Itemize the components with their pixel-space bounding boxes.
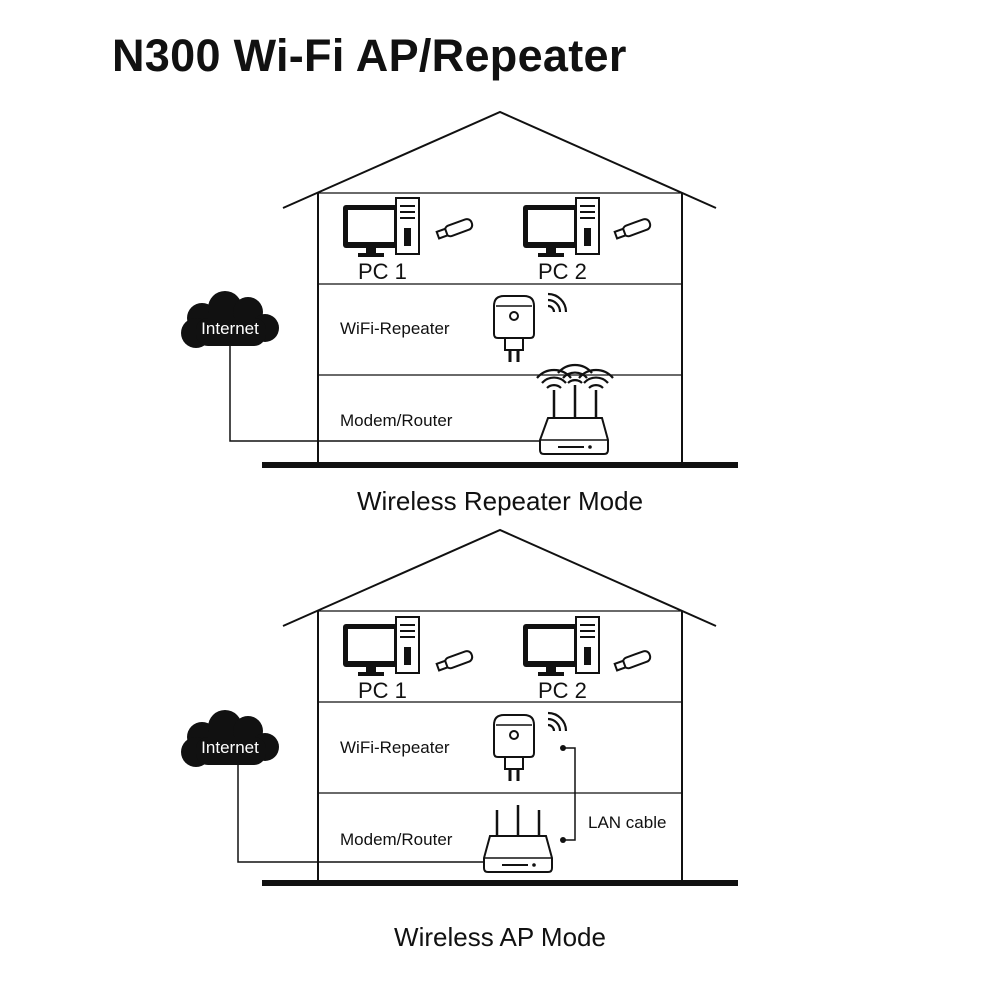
monitor-icon (523, 205, 579, 257)
repeater-mode-caption: Wireless Repeater Mode (356, 486, 644, 516)
usb-adapter-icon (613, 650, 652, 672)
monitor-icon (523, 624, 579, 676)
wifi-signal-icon (547, 292, 568, 313)
wifi-repeater-label: WiFi-Repeater (340, 738, 450, 757)
internet-cable (237, 765, 484, 863)
pc-2-group: PC 2 (523, 616, 652, 703)
internet-cable (229, 346, 540, 442)
pc-2-label: PC 2 (538, 678, 587, 703)
lan-cable (560, 745, 576, 843)
ap-mode-caption: Wireless AP Mode (394, 922, 606, 952)
router-icon (539, 385, 609, 455)
pc-tower-icon (395, 616, 420, 674)
pc-1-group: PC 1 (343, 616, 474, 703)
pc-1-group: PC 1 (343, 197, 474, 284)
wifi-signal-icon (547, 711, 568, 732)
pc-tower-icon (395, 197, 420, 255)
repeater-mode-diagram: PC 1 PC 2 WiFi-Repeater (181, 110, 738, 468)
cloud-icon (181, 710, 279, 767)
floor-ground (262, 462, 738, 468)
router-icon (483, 805, 553, 873)
pc-1-label: PC 1 (358, 678, 407, 703)
modem-router-label: Modem/Router (340, 830, 453, 849)
pc-2-label: PC 2 (538, 259, 587, 284)
usb-adapter-icon (435, 218, 474, 240)
internet-label: Internet (201, 319, 259, 338)
wifi-repeater-label: WiFi-Repeater (340, 319, 450, 338)
wifi-signal-icon (536, 363, 614, 389)
ap-mode-diagram: PC 1 PC 2 WiFi-Repeater (181, 528, 738, 886)
page-title: N300 Wi-Fi AP/Repeater (112, 30, 627, 81)
internet-label: Internet (201, 738, 259, 757)
repeater-icon (493, 295, 535, 362)
house-outline (282, 110, 717, 464)
usb-adapter-icon (613, 218, 652, 240)
house-outline (282, 528, 717, 882)
lan-cable-label: LAN cable (588, 813, 666, 832)
repeater-icon (493, 714, 535, 781)
pc-tower-icon (575, 197, 600, 255)
floor-ground (262, 880, 738, 886)
cloud-icon (181, 291, 279, 348)
pc-tower-icon (575, 616, 600, 674)
usb-adapter-icon (435, 650, 474, 672)
monitor-icon (343, 624, 399, 676)
modem-router-label: Modem/Router (340, 411, 453, 430)
pc-1-label: PC 1 (358, 259, 407, 284)
pc-2-group: PC 2 (523, 197, 652, 284)
monitor-icon (343, 205, 399, 257)
